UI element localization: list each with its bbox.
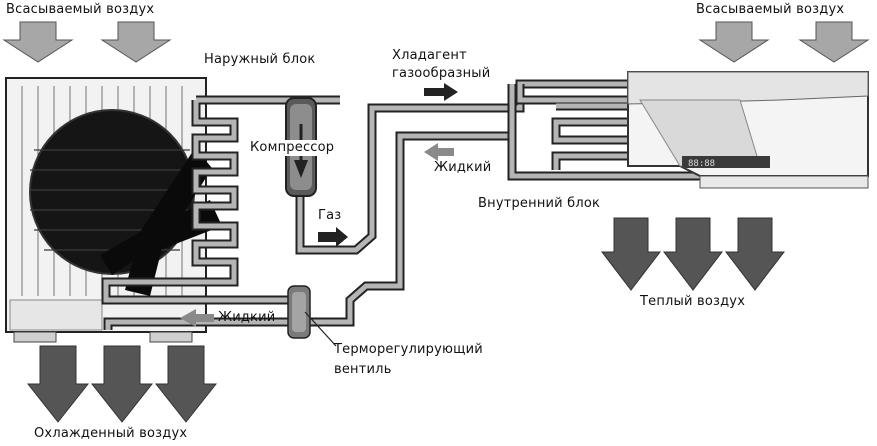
warm-air-label: Теплый воздух	[640, 294, 746, 309]
refrigerant-gas-flow-arrow	[424, 83, 458, 101]
gas-flow-arrow	[318, 227, 348, 247]
indoor-display: 88:88	[688, 159, 715, 169]
flow-arrows	[180, 83, 458, 327]
intake-air-label-right: Всасываемый воздух	[696, 2, 845, 17]
indoor-unit: 88:88	[627, 71, 869, 189]
indoor-unit-label: Внутренний блок	[478, 196, 601, 211]
refrigerant-gas-label-line2: газообразный	[392, 66, 491, 81]
liquid-label-upper: Жидкий	[434, 160, 492, 175]
outdoor-unit-label: Наружный блок	[204, 52, 316, 67]
outdoor-coil	[101, 95, 340, 305]
refrigerant-gas-label-line1: Хладагент	[392, 48, 467, 63]
liquid-flow-arrow-lower	[180, 309, 214, 327]
cooled-air-label: Охлажденный воздух	[34, 426, 188, 441]
expansion-valve-label-line1: Терморегулирующий	[334, 342, 483, 357]
warm-air-arrow-1	[600, 217, 662, 291]
liquid-flow-arrow-upper	[424, 143, 454, 161]
warm-air-arrow-3	[724, 217, 786, 291]
intake-arrow-right-1	[698, 21, 770, 63]
intake-air-label-left: Всасываемый воздух	[6, 2, 155, 17]
cooled-air-arrow-2	[90, 345, 154, 423]
intake-arrow-left-2	[100, 21, 172, 63]
gas-label: Газ	[318, 208, 342, 223]
compressor-label: Компрессор	[250, 140, 335, 156]
warm-air-arrow-2	[662, 217, 724, 291]
intake-arrow-left-1	[2, 21, 74, 63]
expansion-valve-label-line2: вентиль	[334, 362, 392, 377]
expansion-valve	[287, 285, 337, 347]
intake-arrow-right-2	[798, 21, 870, 63]
liquid-label-lower: Жидкий	[218, 310, 276, 325]
cooled-air-arrow-3	[154, 345, 218, 423]
cooled-air-arrow-1	[26, 345, 90, 423]
